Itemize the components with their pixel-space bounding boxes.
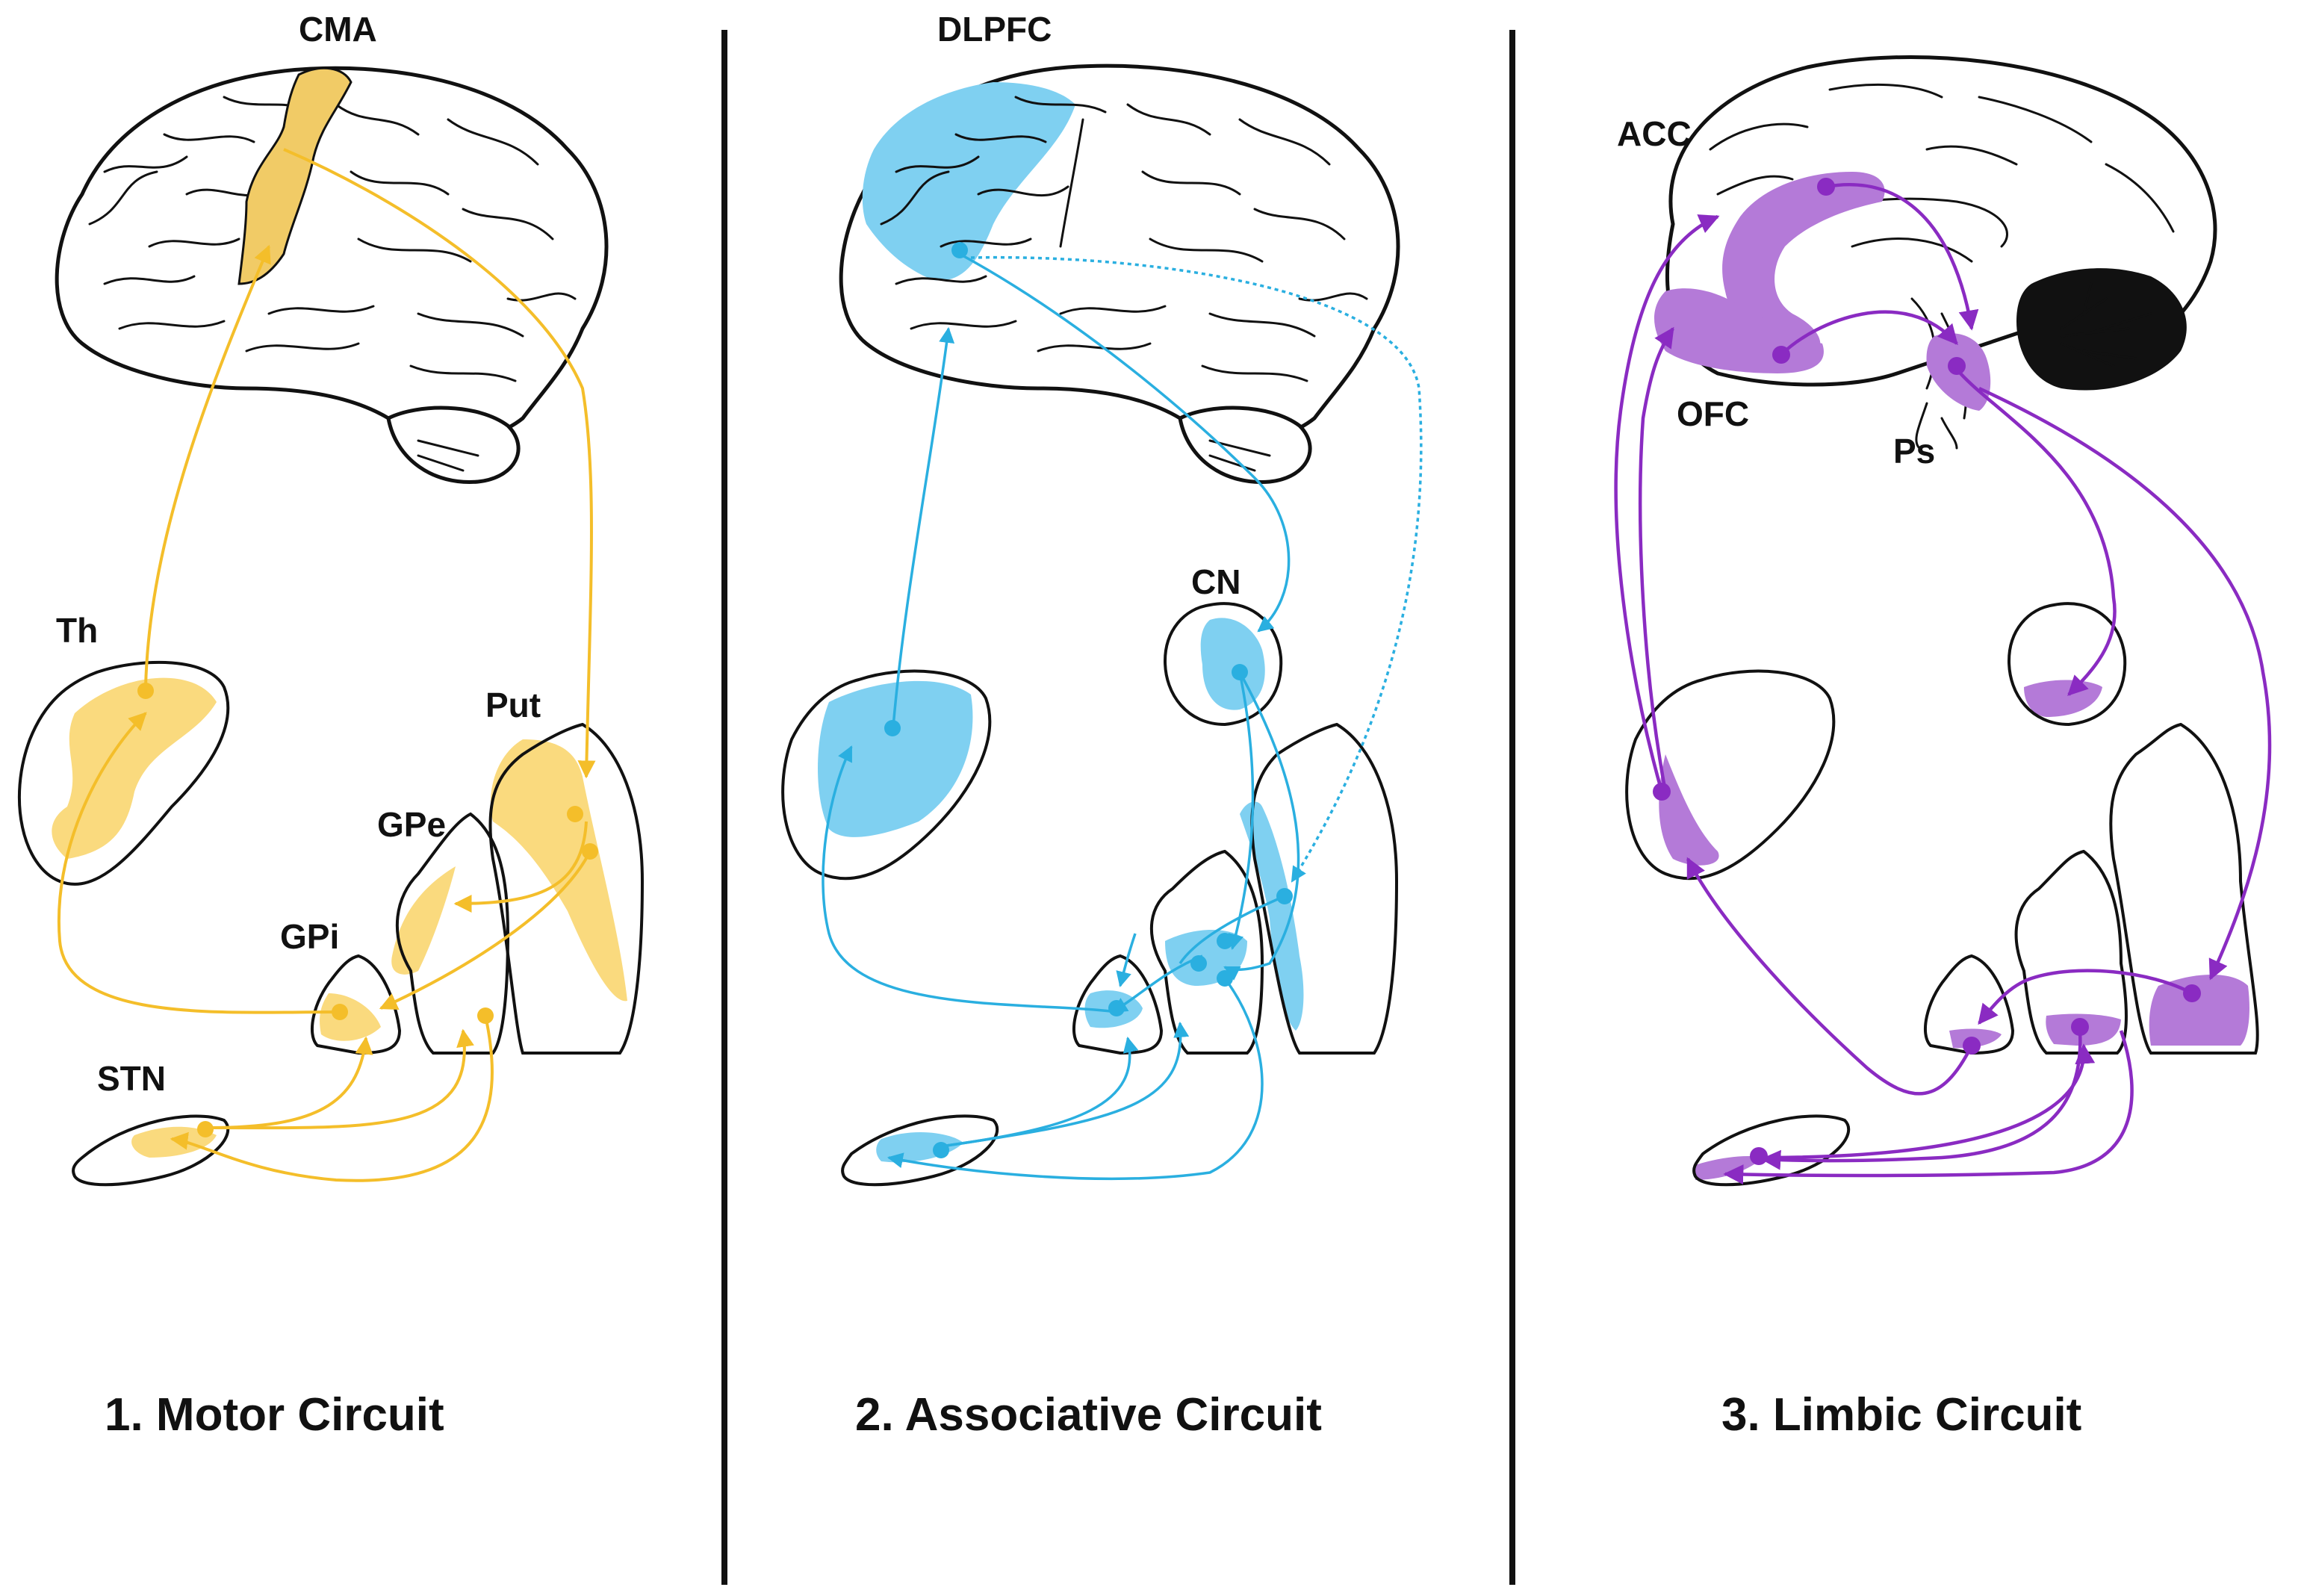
thalamus-outline-motor (17, 660, 230, 886)
stn-outline-assoc (841, 1114, 999, 1187)
gpe-motor-fill (391, 866, 456, 975)
label-thalamus-motor: Th (56, 611, 98, 650)
cma-region (237, 66, 353, 285)
thalamus-outline-limbic (1625, 669, 1836, 881)
acc-region (1722, 172, 1885, 358)
title-limbic-circuit: 3. Limbic Circuit (1721, 1389, 2081, 1441)
thalamus-assoc-fill (818, 680, 973, 837)
title-motor-circuit: 1. Motor Circuit (105, 1389, 444, 1441)
thalamus-outline-assoc (781, 669, 992, 881)
putamen-outline-limbic (2109, 722, 2259, 1055)
gpe-outline-limbic (2014, 849, 2128, 1055)
caudate-limbic-fill (2024, 680, 2102, 717)
putamen-limbic-fill (2149, 975, 2249, 1046)
stn-outline-motor (72, 1114, 230, 1187)
label-dlpfc: DLPFC (937, 10, 1052, 49)
title-associative-circuit: 2. Associative Circuit (855, 1389, 1322, 1441)
panel-limbic: ACC OFC Ps 3. Limbic Circuit (1614, 55, 2272, 1441)
label-cma: CMA (299, 10, 377, 49)
putamen-outline-motor (488, 722, 645, 1055)
caudate-assoc-fill (1200, 618, 1265, 710)
label-stn-motor: STN (97, 1059, 166, 1098)
label-gpe-motor: GPe (377, 805, 446, 844)
motor-pathways (57, 148, 598, 1182)
thalamus-motor-fill (52, 677, 217, 859)
gpi-outline-assoc (1072, 954, 1164, 1055)
stn-outline-limbic (1692, 1114, 1851, 1187)
panel-associative: DLPFC CN 2. Associative Circuit (781, 10, 1423, 1441)
label-gpi-motor: GPi (280, 917, 339, 956)
lateral-brain-associative (839, 63, 1400, 484)
label-ps: Ps (1893, 432, 1935, 471)
medial-brain-limbic (1654, 55, 2217, 450)
dlpfc-region (862, 82, 1075, 281)
putamen-assoc-fill (1240, 801, 1304, 1031)
thalamus-limbic-fill (1659, 754, 1719, 866)
lateral-brain-motor (55, 66, 609, 484)
label-caudate: CN (1191, 562, 1241, 601)
limbic-pathways (1614, 178, 2272, 1185)
gpi-motor-fill (320, 993, 381, 1041)
putamen-motor-fill (490, 739, 627, 1002)
panel-motor: CMA Th Put GPe GPi STN 1. Motor Circuit (17, 10, 645, 1441)
gpe-outline-motor (395, 812, 510, 1055)
putamen-outline-assoc (1250, 722, 1399, 1055)
label-acc: ACC (1617, 114, 1692, 153)
associative-pathways (822, 242, 1423, 1181)
label-ofc: OFC (1677, 394, 1749, 433)
label-putamen-motor: Put (485, 686, 541, 724)
